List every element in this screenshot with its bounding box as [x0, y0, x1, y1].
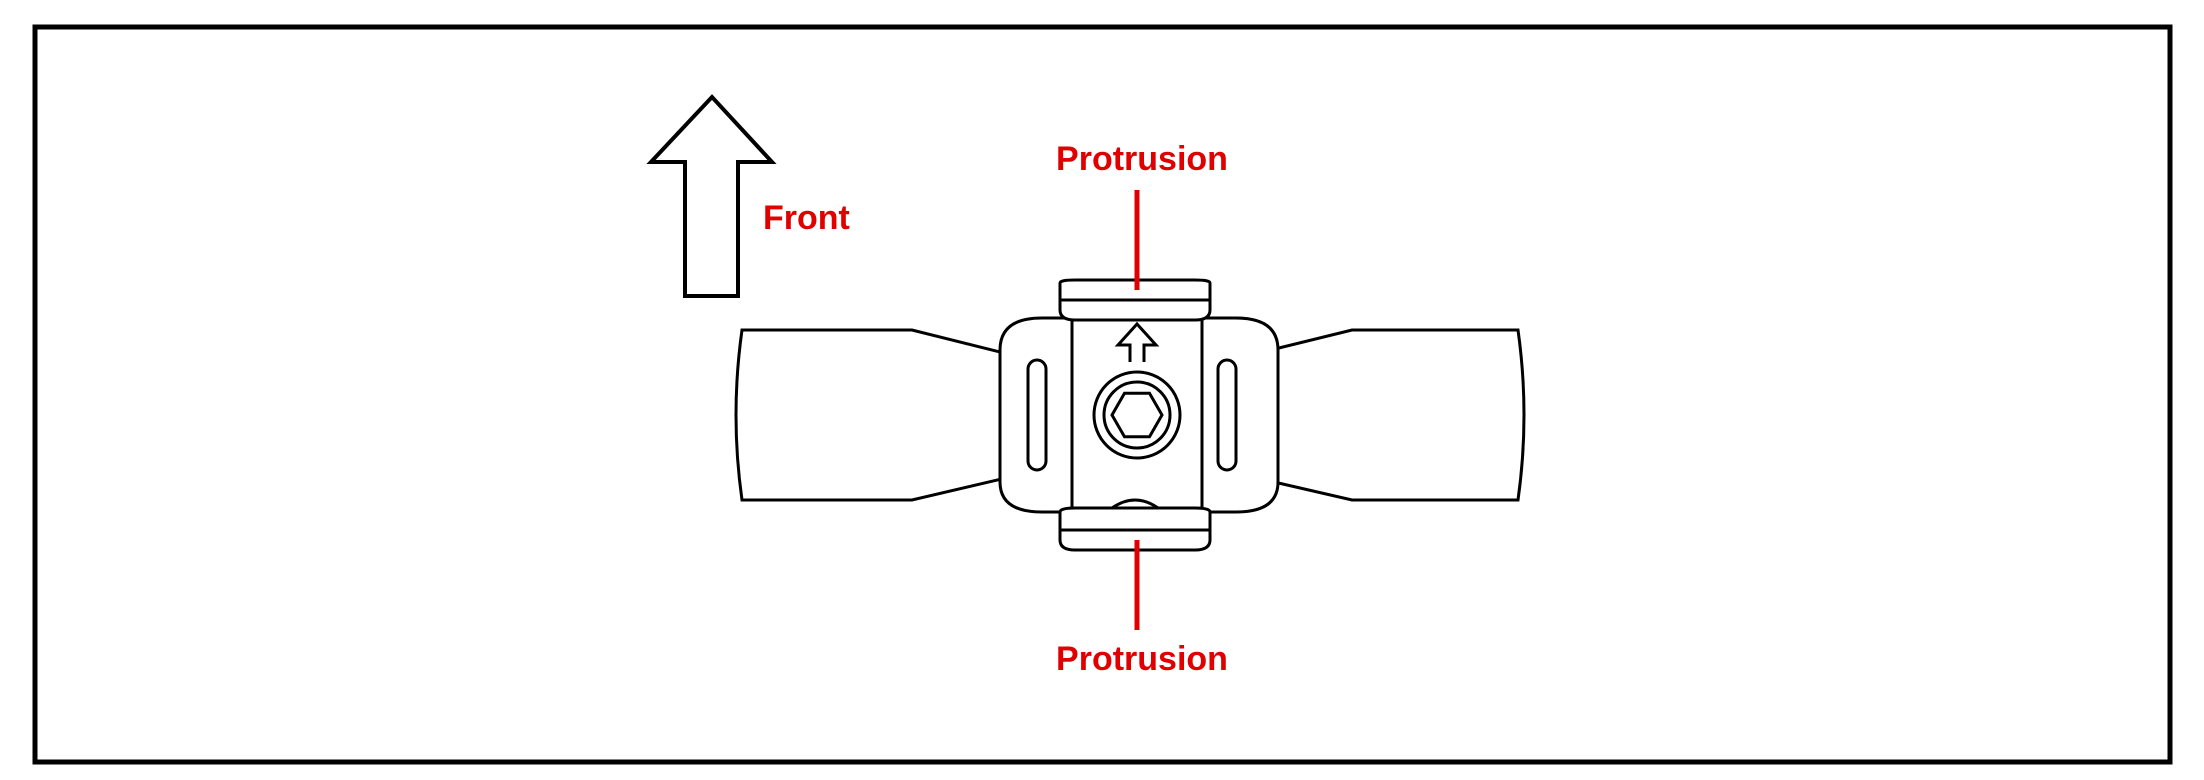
- front-direction-arrow: [646, 94, 777, 298]
- left-strap: [734, 328, 1042, 502]
- outer-border: [32, 24, 2173, 765]
- front-label: Front: [763, 199, 850, 237]
- clip-orientation-arrow-icon: [1114, 321, 1160, 362]
- right-strap: [1220, 328, 1526, 502]
- bottom-protrusion-label: Protrusion: [1056, 640, 1228, 678]
- top-protrusion-label: Protrusion: [1056, 140, 1228, 178]
- bottom-protrusion-tab: [1058, 498, 1212, 552]
- hex-socket: [1092, 370, 1182, 460]
- top-protrusion-tab: [1058, 278, 1212, 322]
